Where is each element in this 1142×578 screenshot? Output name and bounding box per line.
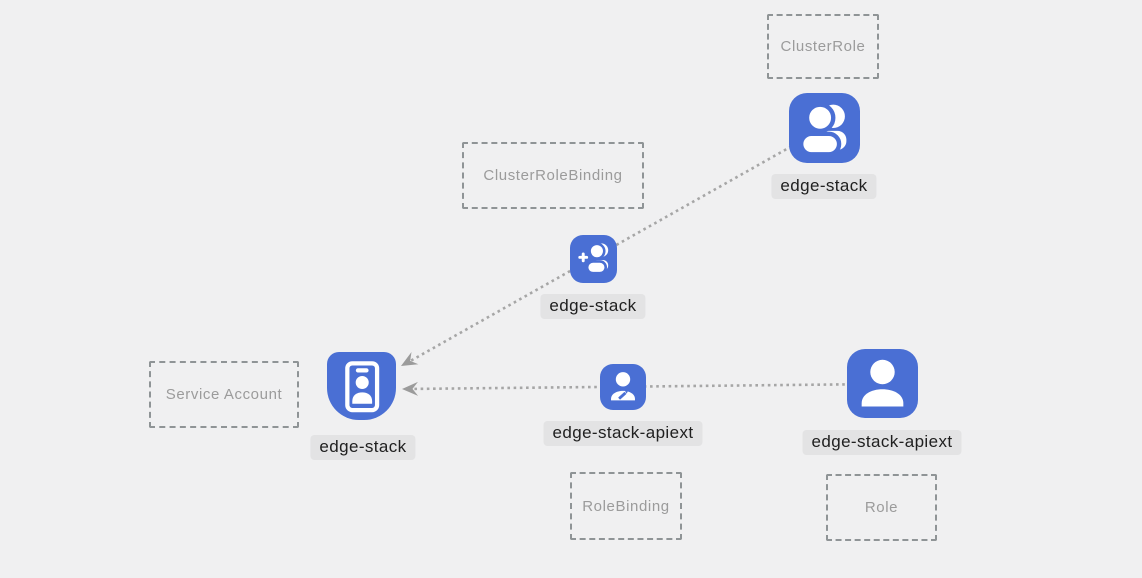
arrowhead — [402, 381, 419, 396]
arrowhead — [401, 352, 419, 366]
group-icon — [798, 102, 847, 157]
person-edit-icon — [611, 372, 635, 401]
person-icon — [861, 359, 904, 407]
person-add-icon — [578, 242, 609, 275]
node-label[interactable]: edge-stack — [310, 435, 416, 460]
node-clusterrolebinding-edge-stack[interactable] — [570, 235, 617, 283]
category-box-clusterrolebinding: ClusterRoleBinding — [462, 142, 644, 209]
category-box-clusterrole: ClusterRole — [767, 14, 879, 79]
category-label: Role — [864, 499, 899, 516]
category-label: ClusterRoleBinding — [483, 167, 623, 184]
category-label: RoleBinding — [582, 497, 670, 515]
category-label: Service Account — [165, 386, 283, 403]
node-role-edge-stack-apiext[interactable] — [847, 349, 918, 418]
category-box-serviceaccount: Service Account — [149, 361, 299, 428]
node-rolebinding-edge-stack-apiext[interactable] — [600, 364, 646, 410]
node-serviceaccount-edge-stack[interactable] — [327, 352, 396, 420]
node-label[interactable]: edge-stack — [771, 174, 877, 199]
node-clusterrole-edge-stack[interactable] — [789, 93, 860, 163]
node-label[interactable]: edge-stack-apiext — [543, 421, 703, 446]
category-box-rolebinding: RoleBinding — [570, 472, 682, 540]
id-badge-icon — [345, 361, 380, 413]
category-box-role: Role — [826, 474, 937, 541]
node-label[interactable]: edge-stack — [540, 294, 646, 319]
category-label: ClusterRole — [780, 38, 866, 55]
node-label[interactable]: edge-stack-apiext — [802, 430, 962, 455]
